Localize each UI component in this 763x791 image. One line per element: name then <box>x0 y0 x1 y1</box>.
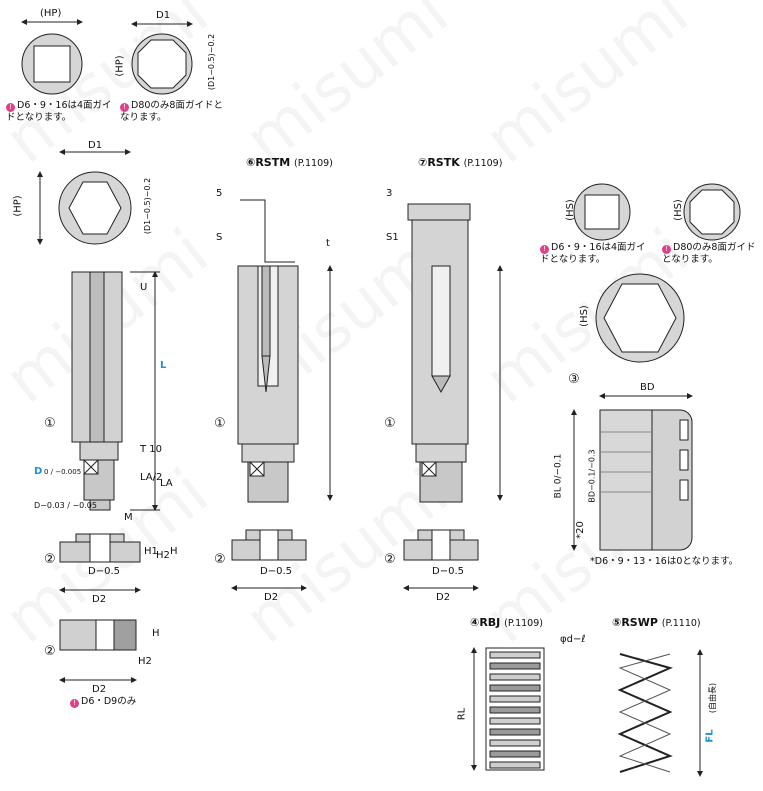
part3-bushing <box>599 409 693 551</box>
part1-la-label: LA <box>160 478 173 489</box>
rbj-coil <box>489 750 541 758</box>
part1-d-small: D−0.03 / −0.05 <box>34 501 97 510</box>
rstm-washer-circle: ② <box>214 552 226 567</box>
part2-d2-b: D2 <box>92 684 107 695</box>
rswp-fl: FL <box>704 729 716 743</box>
rbj-coil <box>489 728 541 736</box>
part1-top-view <box>58 171 132 245</box>
rbj-coil <box>489 673 541 681</box>
rbj-phi: φd−ℓ <box>560 634 586 645</box>
part2-h1: H1 <box>144 546 158 557</box>
hs-label-large: (HS) <box>578 305 590 327</box>
part2-note: !D6・D9のみ <box>70 696 136 708</box>
rstm-circle: ① <box>214 416 226 431</box>
hs-socket-4face <box>573 183 631 241</box>
rstm-washer-d2: D2 <box>264 592 279 603</box>
rbj-coil <box>489 695 541 703</box>
rbj-coil <box>489 684 541 692</box>
part1-hp-label: (HP) <box>12 195 24 217</box>
top-socket-4face <box>21 33 83 95</box>
rstk-assembly <box>407 203 471 503</box>
part1-m-label: M <box>124 512 133 523</box>
part3-bd-tol: BD−0.1/−0.3 <box>587 449 597 503</box>
rstk-washer-circle: ② <box>384 552 396 567</box>
rbj-title: ④RBJ (P.1109) <box>470 616 543 629</box>
hs-socket-large <box>595 273 685 363</box>
part2-washer-b <box>59 619 137 651</box>
rstk-circle: ① <box>384 416 396 431</box>
hs-socket-8face <box>683 183 741 241</box>
part2-h2: H2 <box>156 550 170 561</box>
part1-d-tol: 0 / −0.005 <box>44 468 82 476</box>
rbj-coil <box>489 651 541 659</box>
part3-bd: BD <box>640 382 655 393</box>
part2-washer-a <box>59 533 141 563</box>
rswp-fl-note: (自由長) <box>708 682 718 714</box>
rstk-s3: 3 <box>386 188 393 199</box>
d1-label: D1 <box>156 10 171 21</box>
rbj-coil <box>489 739 541 747</box>
part1-l-label: L <box>160 360 167 371</box>
rstm-t-label: t <box>326 238 330 249</box>
rstm-s-label: S <box>216 232 223 243</box>
part1-circle: ① <box>44 416 56 431</box>
rbj-coil <box>489 662 541 670</box>
rstm-s5: 5 <box>216 188 223 199</box>
d1-tolerance: (D1−0.5)−0.2 <box>207 33 217 91</box>
part1-d1-tol: (D1−0.5)−0.2 <box>143 177 153 235</box>
hp-label: (HP) <box>40 8 62 19</box>
part3-circle: ③ <box>568 372 580 387</box>
hs-note-8face: !D80のみ8面ガイドとなります。 <box>662 242 756 265</box>
part1-d-label: D <box>34 466 43 477</box>
rstm-washer-d05: D−0.5 <box>260 566 292 577</box>
hs-label-b: (HS) <box>672 199 684 221</box>
rswp-spring <box>617 653 673 773</box>
part1-d1-label: D1 <box>88 140 103 151</box>
rbj-rl: RL <box>456 707 468 721</box>
hp-side-label: (HP) <box>114 55 126 77</box>
part2-circle-b: ② <box>44 644 56 659</box>
rstk-title: ⑦RSTK (P.1109) <box>418 156 503 169</box>
part2-d2: D2 <box>92 594 107 605</box>
top-socket-8face <box>131 33 193 95</box>
part2-circle-a: ② <box>44 552 56 567</box>
rswp-title: ⑤RSWP (P.1110) <box>612 616 701 629</box>
part3-note: *D6・9・13・16は0となります。 <box>590 556 739 567</box>
rstm-washer <box>231 529 307 561</box>
part2-d05: D−0.5 <box>88 566 120 577</box>
rstk-s1-label: S1 <box>386 232 399 243</box>
hs-note-4face: !D6・9・16は4面ガイドとなります。 <box>540 242 646 265</box>
rstm-title: ⑥RSTM (P.1109) <box>246 156 333 169</box>
part2-h-b: H <box>152 628 160 639</box>
part1-body <box>71 271 123 511</box>
rstk-washer-d2: D2 <box>436 592 451 603</box>
part1-la2-label: LA/2 <box>140 472 163 483</box>
rbj-coil <box>489 706 541 714</box>
part2-h2-b: H2 <box>138 656 152 667</box>
part3-bl: BL 0/−0.1 <box>553 453 564 499</box>
part2-h: H <box>170 546 178 557</box>
part1-u-label: U <box>140 282 148 293</box>
rstm-assembly <box>237 199 299 503</box>
part3-star20: *20 <box>574 521 586 539</box>
rstk-washer <box>403 529 479 561</box>
rbj-coil <box>489 761 541 769</box>
note-8face: !D80のみ8面ガイドとなります。 <box>120 100 223 123</box>
hs-label-a: (HS) <box>564 199 576 221</box>
rstk-washer-d05: D−0.5 <box>432 566 464 577</box>
note-4face: !D6・9・16は4面ガイドとなります。 <box>6 100 112 123</box>
rbj-coil <box>489 717 541 725</box>
part1-t10-label: T 10 <box>140 444 163 455</box>
